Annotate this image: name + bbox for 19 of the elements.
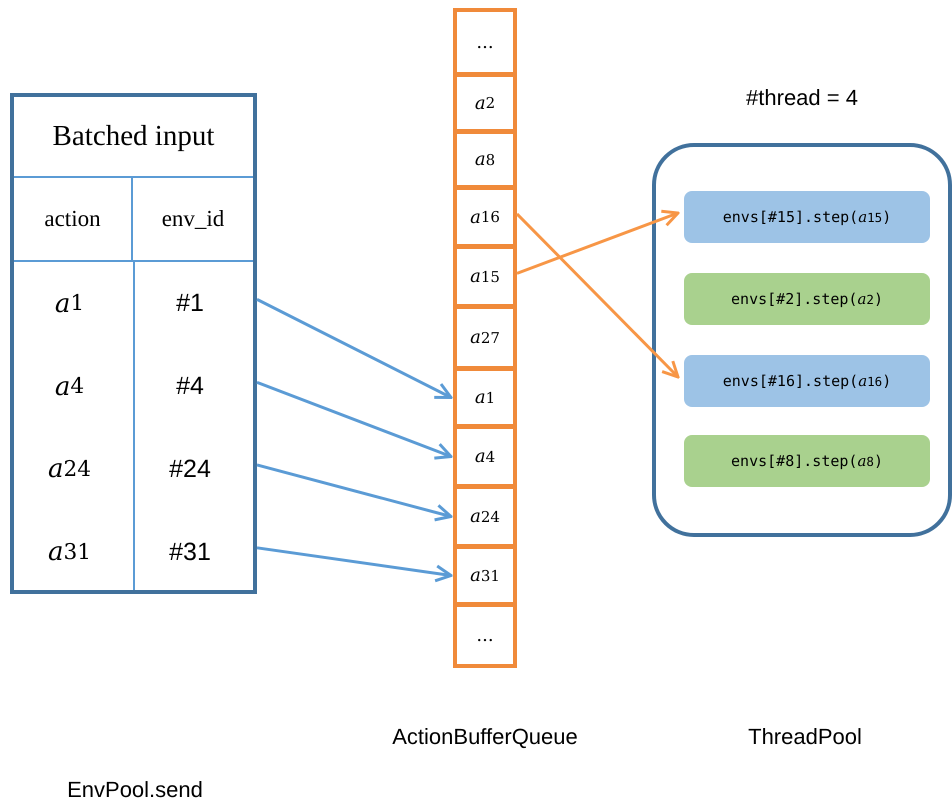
env-id-cell-text: #1 [175,288,205,319]
arrow [516,212,680,378]
queue-name: ActionBufferQueue [391,723,579,751]
arrow [256,298,452,399]
component-name: EnvPool.send [66,776,204,804]
arrow [516,210,680,275]
pool-name: ThreadPool [747,723,863,751]
env-id-cell-text: #24 [168,454,212,484]
queue-cell: ... [453,8,517,76]
column-header: env_id [133,178,253,262]
column-header: action [14,178,133,262]
arrow [256,463,452,522]
env-id-cell-text: #4 [175,371,205,402]
table-frame [10,93,257,594]
table-title: Batched input [14,97,253,178]
queue-cell: ... [453,603,517,668]
arrow [256,546,452,582]
pool-heading: #thread = 4 [745,84,859,112]
env-id-cell-text: #31 [168,536,212,568]
